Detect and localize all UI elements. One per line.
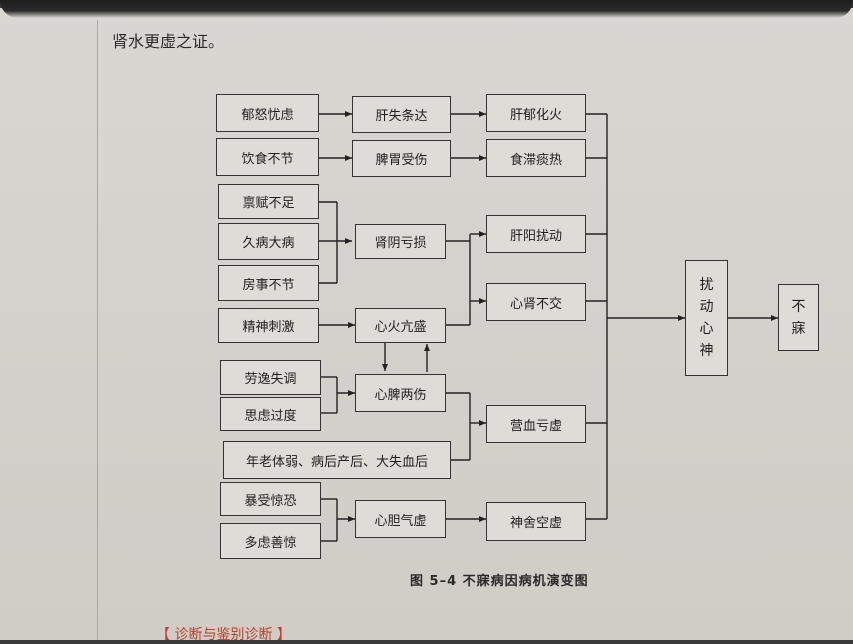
cause-box-duo-lv: 多虑善惊 [220,523,321,559]
section-heading: 【 诊断与鉴别诊断 】 [156,627,291,643]
cause-box-lao-yi: 劳逸失调 [220,360,321,395]
result-char: 寐 [791,320,806,337]
disturb-char: 扰 [699,277,714,293]
disturb-char: 心 [699,321,714,337]
mechanism-box-xin-pi: 心脾两伤 [355,374,446,412]
result-char: 不 [791,298,806,315]
disturb-char: 动 [699,299,714,315]
mechanism-box-shen-yin: 肾阴亏损 [355,224,446,259]
figure-caption: 图 5–4 不寐病因病机演变图 [410,574,589,589]
cause-box-si-lv: 思虑过度 [220,397,321,431]
pathology-box-shen-she: 神舍空虚 [486,502,586,541]
pathology-box-shi-zhi: 食滞痰热 [486,139,586,177]
insomnia-result-box: 不 寐 [778,284,819,351]
cause-box-bao-shou: 暴受惊恐 [220,482,321,516]
cause-box-nian-lao: 年老体弱、病后产后、大失血后 [223,441,451,479]
cause-box-yu-nu: 郁怒忧虑 [216,94,319,132]
pathology-box-xin-shen: 心肾不交 [486,283,586,321]
disturb-spirit-box: 扰 动 心 神 [685,260,728,376]
mechanism-box-xin-dan: 心胆气虚 [355,500,446,538]
page-header-text: 肾水更虚之证。 [112,32,225,51]
pathology-box-ying-xue: 营血亏虚 [486,405,586,443]
page-margin-line [97,20,98,640]
book-edge-shadow [0,0,853,18]
cause-box-jiu-bing: 久病大病 [218,223,319,260]
mechanism-box-pi-wei: 脾胃受伤 [352,140,451,177]
mechanism-box-gan-shi: 肝失条达 [352,96,451,133]
pathology-box-gan-yang: 肝阳扰动 [486,215,586,253]
mechanism-box-xin-huo: 心火亢盛 [355,308,446,343]
cause-box-fang-shi: 房事不节 [218,265,319,301]
cause-box-bing-fu: 禀赋不足 [218,184,319,219]
pathology-box-gan-yu: 肝郁化火 [486,94,586,132]
cause-box-yin-shi: 饮食不节 [216,138,319,176]
cause-box-jing-shen: 精神刺激 [218,308,319,343]
disturb-char: 神 [699,343,714,359]
